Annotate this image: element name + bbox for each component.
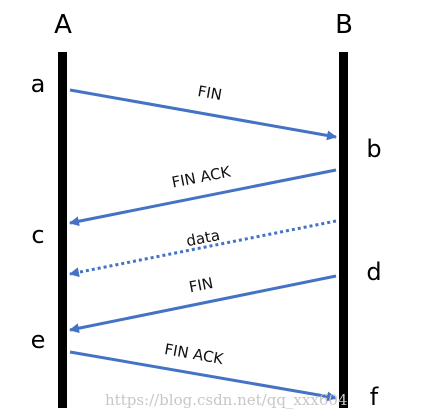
event-f-label: f <box>370 383 379 411</box>
event-c-label: c <box>31 221 44 249</box>
message-label-fin-1: FIN <box>196 82 223 104</box>
message-arrow-finack-b-to-a <box>69 168 337 227</box>
message-label-finack-2: FIN ACK <box>163 340 226 368</box>
timeline-a <box>58 52 67 408</box>
message-arrow-fin-b-to-a <box>69 274 337 334</box>
event-e-label: e <box>31 326 46 354</box>
message-label-finack-1: FIN ACK <box>170 162 233 191</box>
endpoint-a-label: A <box>54 10 72 40</box>
event-b-label: b <box>366 135 381 163</box>
event-d-label: d <box>366 258 381 286</box>
message-label-data: data <box>185 226 222 250</box>
message-arrow-fin-a-to-b <box>69 88 337 141</box>
message-label-fin-2: FIN <box>187 274 214 296</box>
timeline-b <box>339 52 348 408</box>
message-arrow-finack-a-to-b <box>69 350 337 402</box>
watermark-url: https://blog.csdn.net/qq_xxx604 <box>105 391 347 409</box>
event-a-label: a <box>31 70 46 98</box>
endpoint-b-label: B <box>335 10 353 40</box>
